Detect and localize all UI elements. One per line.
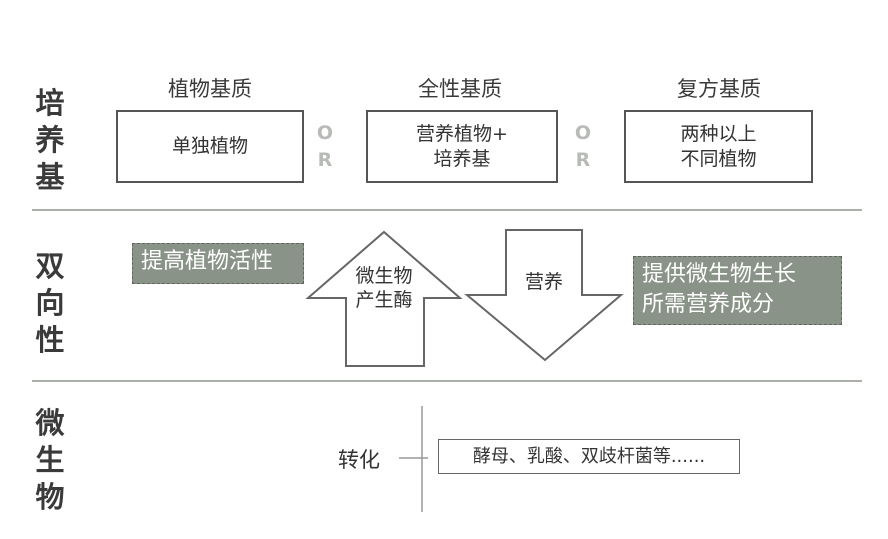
microbe-examples-box: 酵母、乳酸、双歧杆菌等...... [438,439,740,474]
section-label-microbe: 微 生 物 [28,405,72,516]
medium-box-line: 不同植物 [680,147,757,170]
or-letter: R [575,149,591,171]
section-label-char: 养 [35,123,65,157]
transform-label: 转化 [338,448,380,472]
up-arrow [305,230,463,367]
section-label-char: 双 [35,249,65,283]
provide-nutrients-line: 所需营养成分 [642,292,775,317]
section-label-char: 物 [35,480,65,514]
section-label-bidirectional: 双 向 性 [28,248,72,359]
or-letter: O [574,122,592,144]
up-arrow-line: 产生酶 [355,289,413,311]
up-arrow-line: 微生物 [355,265,413,287]
section-label-char: 生 [35,443,65,477]
or-letter: O [316,122,334,144]
or-letter: R [317,149,333,171]
microbe-examples-text: 酵母、乳酸、双歧杆菌等...... [472,446,706,467]
section-label-char: 培 [35,86,65,120]
medium-box-multi-plant: 两种以上 不同植物 [624,110,813,183]
section-label-char: 基 [35,160,65,194]
provide-nutrients-box: 提供微生物生长 所需营养成分 [633,256,842,325]
enhance-plant-activity-box: 提高植物活性 [132,243,304,284]
down-arrow-label: 营养 [524,271,563,293]
section-label-char: 向 [35,286,65,320]
section-divider [32,380,862,382]
column-heading-plant-matrix: 植物基质 [168,77,252,101]
section-divider [32,209,862,211]
section-label-medium: 培 养 基 [28,85,72,196]
column-heading-compound-matrix: 复方基质 [677,77,761,101]
medium-box-line: 培养基 [433,147,491,170]
column-heading-full-matrix: 全性基质 [418,77,502,101]
medium-box-line: 营养植物+ [416,122,508,145]
medium-box-single-plant: 单独植物 [116,110,304,183]
medium-box-nutrient-plant: 营养植物+ 培养基 [366,110,558,183]
medium-box-line: 两种以上 [680,122,757,145]
medium-box-line: 单独植物 [171,135,248,157]
up-arrow-label: 微生物 产生酶 [336,264,432,312]
section-label-char: 微 [35,406,65,440]
or-connector: O R [315,120,335,174]
or-connector: O R [573,120,593,174]
enhance-plant-activity-text: 提高植物活性 [141,249,274,274]
section-label-char: 性 [35,323,65,357]
down-arrow [464,229,624,362]
provide-nutrients-line: 提供微生物生长 [642,262,797,287]
